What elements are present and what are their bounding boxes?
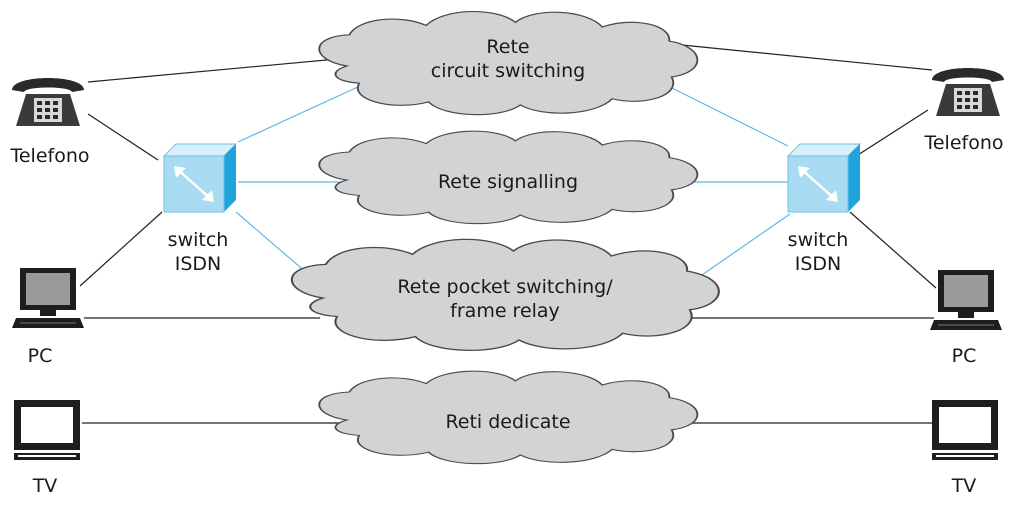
packet-network-line1: Rete pocket switching/: [397, 276, 613, 298]
left-switch-line1: switch: [167, 229, 229, 251]
right-switch-line1: switch: [787, 229, 849, 251]
circuit-network-label: Rete circuit switching: [408, 35, 608, 83]
left-pc-label: PC: [27, 345, 53, 367]
left-phone-label: Telefono: [10, 145, 90, 167]
isdn-switch-icon: [786, 143, 862, 213]
left-switch-label: switch ISDN: [150, 228, 246, 276]
right-switch-label: switch ISDN: [770, 228, 866, 276]
tv-icon: [14, 400, 80, 460]
circuit-network-line2: circuit switching: [430, 60, 586, 82]
left-tv-label: TV: [32, 475, 58, 497]
link-packet-right-switch: [685, 213, 791, 287]
right-pc-label: PC: [951, 345, 977, 367]
telephone-icon: [12, 78, 84, 126]
wire-left-phone-circuit: [87, 57, 349, 83]
pc-icon: [930, 270, 1002, 330]
packet-network-line2: frame relay: [450, 300, 560, 322]
wired-links: [79, 43, 937, 424]
signalling-network-label: Rete signalling: [437, 171, 579, 193]
pc-icon: [12, 268, 84, 328]
tv-icon: [932, 400, 998, 460]
right-switch-line2: ISDN: [794, 253, 842, 275]
wire-right-switch-phone: [849, 109, 929, 161]
circuit-network-line1: Rete: [486, 36, 530, 58]
right-phone-label: Telefono: [924, 132, 1004, 154]
link-left-switch-circuit: [237, 85, 361, 143]
isdn-switch-icon: [162, 143, 238, 213]
packet-network-label: Rete pocket switching/ frame relay: [370, 275, 640, 323]
right-tv-label: TV: [951, 475, 977, 497]
left-switch-line2: ISDN: [174, 253, 222, 275]
wire-circuit-right-phone: [671, 43, 933, 71]
link-circuit-right-switch: [667, 85, 789, 147]
wire-right-switch-pc: [849, 211, 937, 289]
wire-left-pc-switch: [79, 211, 163, 287]
wire-left-phone-switch: [87, 113, 159, 161]
dedicated-network-label: Reti dedicate: [445, 411, 571, 433]
telephone-icon: [932, 68, 1004, 116]
